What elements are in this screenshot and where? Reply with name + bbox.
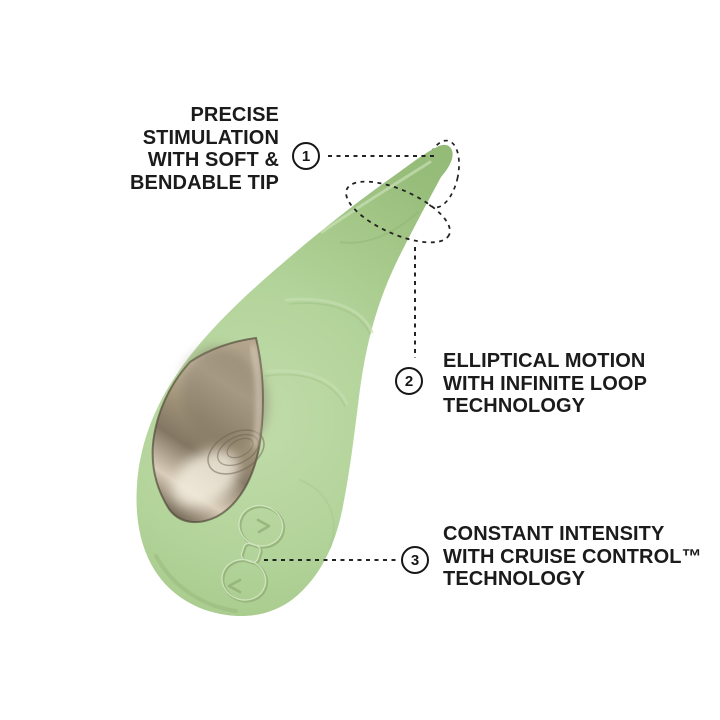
callout-2-label: ELLIPTICAL MOTION WITH INFINITE LOOP TEC… bbox=[443, 350, 648, 417]
callout-3-label: CONSTANT INTENSITY WITH CRUISE CONTROL™ … bbox=[443, 523, 702, 590]
metal-dark-reflection bbox=[180, 347, 268, 449]
callout-2-number-badge: 2 bbox=[395, 367, 423, 395]
tip-bend-dashed-ellipse bbox=[422, 139, 460, 209]
metal-panel bbox=[151, 336, 268, 524]
infinity-control-icon bbox=[221, 504, 286, 603]
metal-edge-highlight bbox=[251, 344, 261, 448]
surface-contours bbox=[260, 160, 432, 549]
elliptical-motion-dashed-ellipse bbox=[345, 180, 451, 244]
body-bottom-shadow bbox=[154, 554, 238, 613]
callout-3-number-badge: 3 bbox=[401, 546, 429, 574]
annotation-marks bbox=[264, 155, 451, 561]
callout-1-number-badge: 1 bbox=[292, 142, 320, 170]
callout-1-label: PRECISE STIMULATION WITH SOFT & BENDABLE… bbox=[130, 104, 279, 194]
